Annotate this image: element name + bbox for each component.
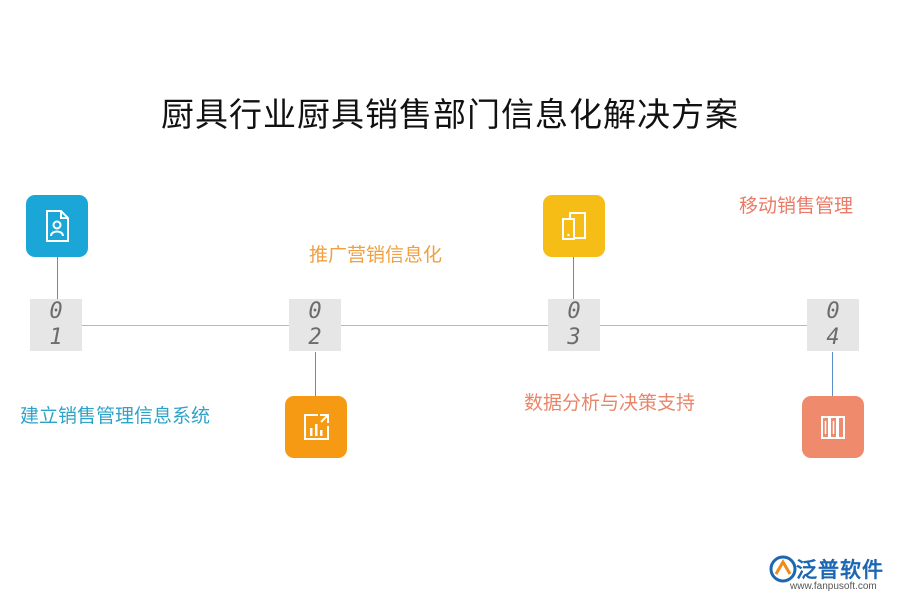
step-label-1: 建立销售管理信息系统 xyxy=(20,405,211,427)
step-number-3: 0 3 xyxy=(548,299,600,351)
logo-text: 泛普软件 xyxy=(796,558,884,582)
user-document-icon xyxy=(26,195,88,257)
step-number-3-top: 0 xyxy=(567,299,581,324)
fanpu-logo-icon xyxy=(769,555,797,583)
step-number-1-bottom: 1 xyxy=(49,325,63,350)
step-number-4-bottom: 4 xyxy=(826,325,840,350)
step-number-2-top: 0 xyxy=(308,299,322,324)
logo-url: www.fanpusoft.com xyxy=(790,581,877,592)
step-label-2: 推广营销信息化 xyxy=(309,244,443,266)
step-number-2-bottom: 2 xyxy=(308,325,322,350)
step-number-1-top: 0 xyxy=(49,299,63,324)
step-number-4: 0 4 xyxy=(807,299,859,351)
bar-chart-export-icon xyxy=(285,396,347,458)
connector-3 xyxy=(573,255,574,300)
connector-4 xyxy=(832,352,833,397)
step-number-2: 0 2 xyxy=(289,299,341,351)
tablet-pages-icon xyxy=(543,195,605,257)
step-number-4-top: 0 xyxy=(826,299,840,324)
page-title: 厨具行业厨具销售部门信息化解决方案 xyxy=(161,95,739,134)
brand-logo: 泛普软件 www.fanpusoft.com xyxy=(766,552,896,596)
step-number-3-bottom: 3 xyxy=(567,325,581,350)
timeline-line xyxy=(56,325,834,326)
step-number-1: 0 1 xyxy=(30,299,82,351)
connector-2 xyxy=(315,352,316,397)
books-icon xyxy=(802,396,864,458)
connector-1 xyxy=(57,255,58,300)
step-label-4: 移动销售管理 xyxy=(739,195,854,217)
step-label-3: 数据分析与决策支持 xyxy=(524,392,696,414)
